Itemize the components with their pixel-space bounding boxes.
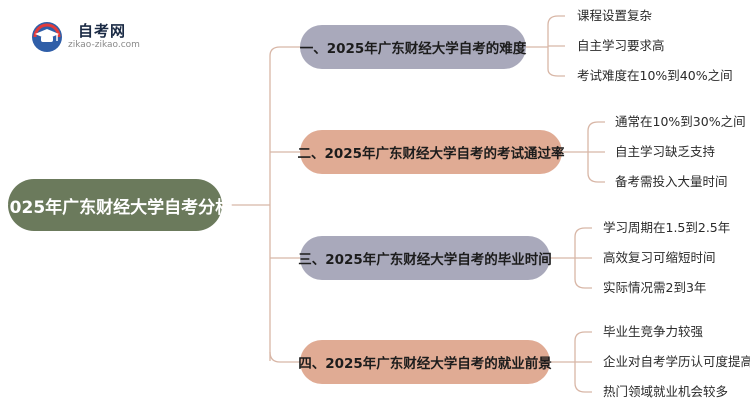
leaf-item: 自主学习要求高: [577, 38, 665, 53]
leaf-connector-4: [550, 331, 592, 393]
leaf-connector-3: [550, 227, 592, 289]
branch-graduation-time: 三、2025年广东财经大学自考的毕业时间: [298, 236, 552, 280]
leaf-item: 企业对自考学历认可度提高: [603, 354, 750, 369]
leaf-item: 热门领域就业机会较多: [603, 384, 729, 399]
leaf-item: 高效复习可缩短时间: [603, 250, 716, 265]
leaf-item: 课程设置复杂: [577, 8, 653, 23]
root-node: 2025年广东财经大学自考分析: [0, 179, 232, 231]
site-logo[interactable]: 自考网 zikao-zikao.com: [30, 20, 180, 54]
branch-difficulty: 一、2025年广东财经大学自考的难度: [300, 25, 526, 69]
leaf-item: 考试难度在10%到40%之间: [577, 68, 733, 83]
logo-url: zikao-zikao.com: [68, 40, 140, 50]
leaf-item: 毕业生竞争力较强: [603, 324, 704, 339]
leaf-item: 备考需投入大量时间: [615, 174, 728, 189]
leaf-connector-2: [562, 121, 605, 183]
branch-pass-rate: 二、2025年广东财经大学自考的考试通过率: [297, 130, 565, 174]
leaf-item: 通常在10%到30%之间: [615, 114, 746, 129]
logo-title: 自考网: [78, 22, 127, 40]
branch-employment: 四、2025年广东财经大学自考的就业前景: [298, 340, 552, 384]
leaf-item: 实际情况需2到3年: [603, 280, 707, 295]
leaf-connector-1: [526, 15, 565, 77]
leaf-item: 自主学习缺乏支持: [615, 144, 716, 159]
leaf-item: 学习周期在1.5到2.5年: [603, 220, 731, 235]
branch-connector-1: [269, 46, 300, 57]
branch-connector-4: [269, 351, 300, 363]
graduation-cap-icon: [32, 22, 62, 52]
